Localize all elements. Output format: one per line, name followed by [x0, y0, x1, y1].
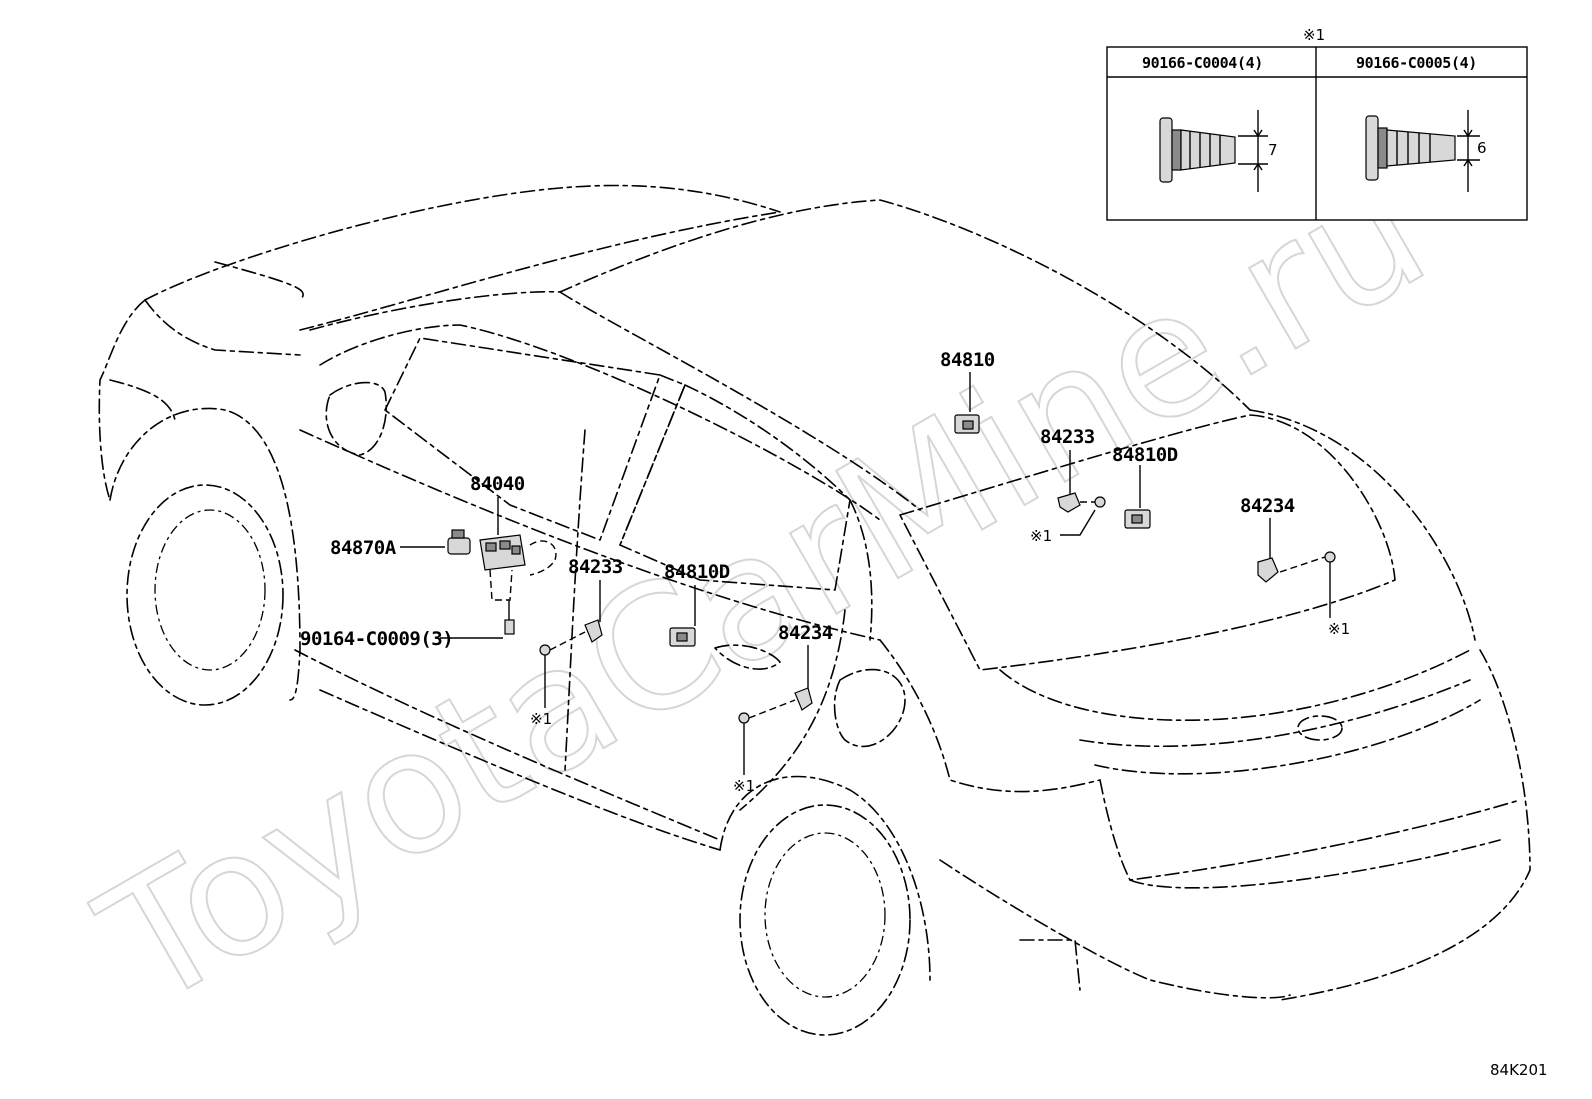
part-84234-rear-bracket: [1257, 551, 1336, 583]
screw-spec-table: ※1 90166-C0004(4) 90166-C0005(4) 7: [1106, 26, 1528, 221]
leaders: [400, 372, 1331, 775]
part-84870a-switch: [447, 529, 471, 555]
watermark-text: ToyotaCarMine.ru: [71, 131, 1457, 1046]
table-col1-header: 90166-C0004(4): [1142, 54, 1263, 72]
note-ref-front-84233: ※1: [530, 710, 552, 728]
table-col2-dim: 6: [1477, 139, 1487, 157]
table-col1-dim: 7: [1268, 141, 1278, 159]
screw-90166-c0005-drawing: 6: [1365, 110, 1487, 192]
part-84810-switch: [954, 414, 980, 434]
callout-84870a: 84870A: [330, 537, 397, 559]
callout-84233-rear: 84233: [1040, 426, 1095, 448]
callout-84233-front: 84233: [568, 556, 623, 578]
callout-84810d-rear: 84810D: [1112, 444, 1178, 466]
callout-84040: 84040: [470, 473, 525, 495]
table-col2-header: 90166-C0005(4): [1356, 54, 1477, 72]
callout-84234-front: 84234: [778, 622, 833, 644]
table-title: ※1: [1303, 26, 1325, 44]
part-84810d-front-switch: [669, 627, 696, 647]
callout-90164-screw: 90164-C0009(3): [300, 628, 453, 650]
car-outline: [98, 184, 1531, 1036]
part-90164-screw: [504, 600, 515, 635]
parts: [447, 414, 1336, 724]
callout-labels: 84810 84233 84810D 84234 84040 84870A 84…: [300, 349, 1350, 795]
callout-84810d-front: 84810D: [664, 561, 730, 583]
part-84040-master-switch: [479, 534, 526, 601]
part-84234-front-bracket: [738, 687, 813, 724]
note-ref-rear-84234: ※1: [1328, 620, 1350, 638]
callout-84810-top: 84810: [940, 349, 995, 371]
callout-84234-rear: 84234: [1240, 495, 1295, 517]
note-ref-front-84234: ※1: [733, 777, 755, 795]
part-84233-rear-bracket: [1057, 492, 1106, 513]
screw-90166-c0004-drawing: 7: [1159, 110, 1278, 192]
part-84810d-rear-switch: [1124, 509, 1151, 529]
part-84233-front-bracket: [539, 619, 603, 656]
figure-reference: 84K201: [1490, 1061, 1548, 1079]
note-ref-rear-84233: ※1: [1030, 527, 1052, 545]
